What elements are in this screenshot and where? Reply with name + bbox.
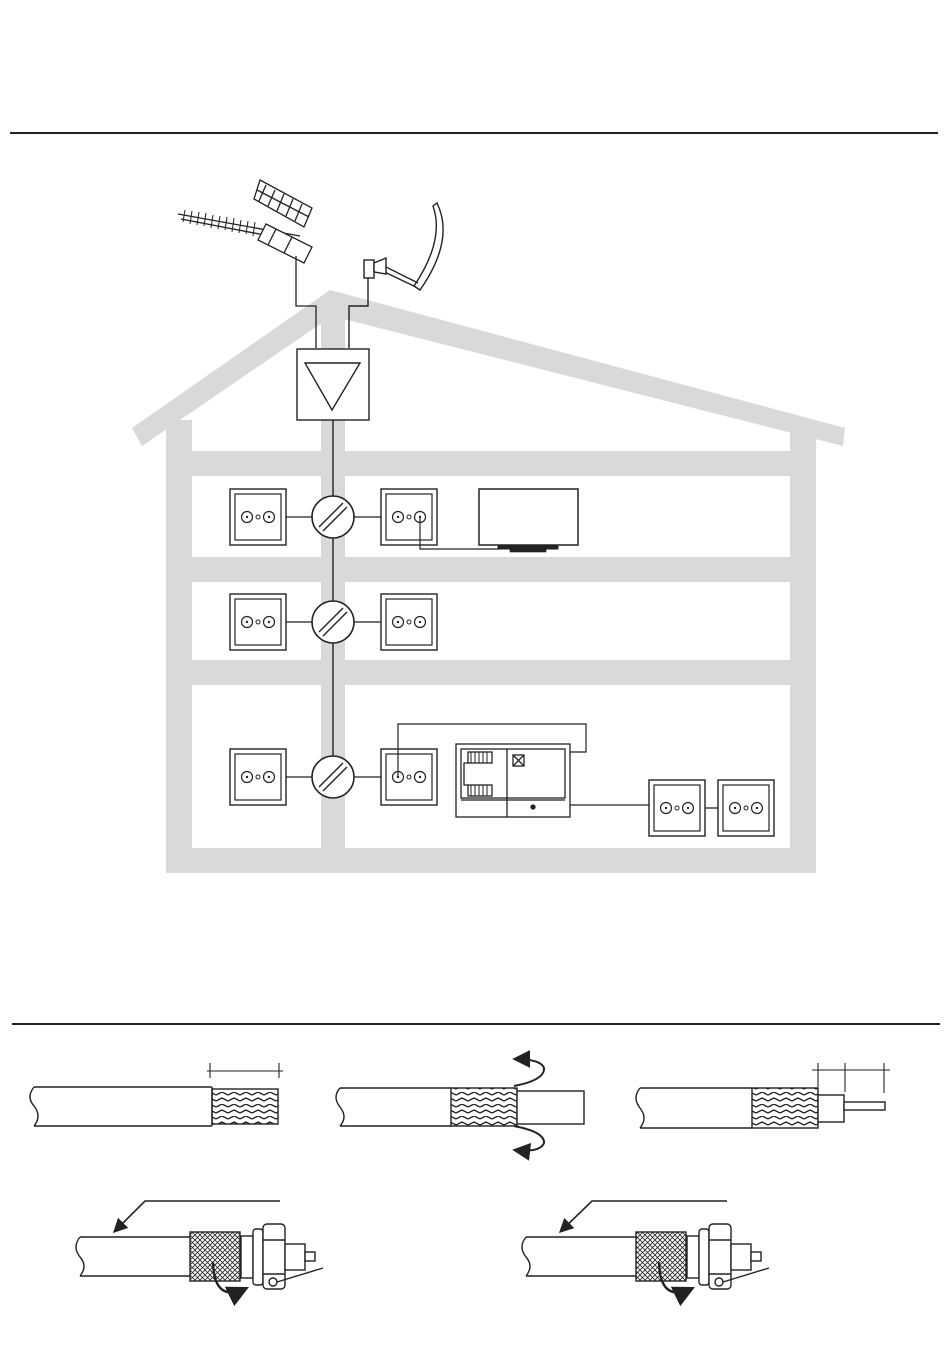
splitter-middle xyxy=(312,601,354,643)
cable-step-5 xyxy=(522,1201,769,1292)
outlet-left-middle xyxy=(230,594,286,650)
house-wall-right xyxy=(790,428,816,873)
cable-step-1 xyxy=(30,1063,283,1126)
amplifier-icon xyxy=(297,349,369,420)
splitter-ground xyxy=(312,756,354,798)
house-floor xyxy=(166,848,816,873)
outlet-right-ground xyxy=(381,749,437,805)
cable-step-3 xyxy=(636,1063,890,1128)
outlet-extra-1 xyxy=(649,780,705,836)
cable-step-4 xyxy=(76,1201,323,1292)
outlet-left-top xyxy=(230,489,286,545)
outlet-extra-2 xyxy=(718,780,774,836)
floor-top-installation xyxy=(230,489,578,552)
house-floor xyxy=(166,451,816,476)
house-floor xyxy=(166,557,816,582)
outlet-right-top xyxy=(381,489,437,545)
outlet-left-ground xyxy=(230,749,286,805)
splitter-top xyxy=(312,496,354,538)
house-roof xyxy=(132,290,845,446)
multiswitch-box-icon xyxy=(456,744,570,817)
floor-middle-installation xyxy=(230,594,437,650)
cable-step-2 xyxy=(336,1059,584,1151)
floor-ground-installation xyxy=(230,724,774,836)
house-floor xyxy=(166,660,816,685)
television-icon xyxy=(479,489,578,552)
house-wall-left xyxy=(166,420,192,873)
outlet-right-middle xyxy=(381,594,437,650)
